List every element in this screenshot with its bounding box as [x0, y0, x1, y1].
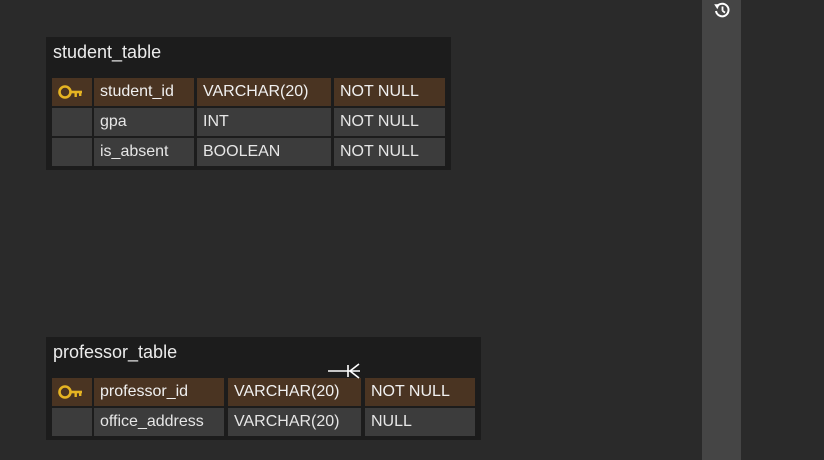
key-cell [52, 378, 92, 406]
column-constraint-cell[interactable]: NOT NULL [334, 108, 445, 136]
column-constraint-cell[interactable]: NOT NULL [365, 378, 475, 406]
column-type-cell[interactable]: INT [197, 108, 331, 136]
professor-table-card[interactable]: professor_table professor_id VARCHAR(20)… [46, 337, 481, 440]
key-icon [58, 85, 82, 99]
key-cell [52, 408, 92, 436]
column-name-cell[interactable]: student_id [94, 78, 194, 106]
key-icon [58, 385, 82, 399]
column-name-cell[interactable]: is_absent [94, 138, 194, 166]
table-title[interactable]: student_table [53, 42, 162, 62]
column-constraint-cell[interactable]: NULL [365, 408, 475, 436]
vertical-scroll-track[interactable] [702, 0, 741, 460]
column-constraint-cell[interactable]: NOT NULL [334, 138, 445, 166]
column-name-cell[interactable]: office_address [94, 408, 224, 436]
history-icon[interactable] [713, 1, 731, 19]
key-cell [52, 108, 92, 136]
column-type-cell[interactable]: VARCHAR(20) [228, 408, 361, 436]
column-type-cell[interactable]: VARCHAR(20) [228, 378, 361, 406]
column-type-cell[interactable]: BOOLEAN [197, 138, 331, 166]
student-table-card[interactable]: student_table student_id VARCHAR(20) NOT… [46, 37, 451, 170]
column-type-cell[interactable]: VARCHAR(20) [197, 78, 331, 106]
table-title[interactable]: professor_table [53, 342, 178, 362]
crows-foot-icon[interactable] [326, 362, 362, 380]
column-name-cell[interactable]: gpa [94, 108, 194, 136]
key-cell [52, 138, 92, 166]
key-cell [52, 78, 92, 106]
column-name-cell[interactable]: professor_id [94, 378, 224, 406]
column-constraint-cell[interactable]: NOT NULL [334, 78, 445, 106]
